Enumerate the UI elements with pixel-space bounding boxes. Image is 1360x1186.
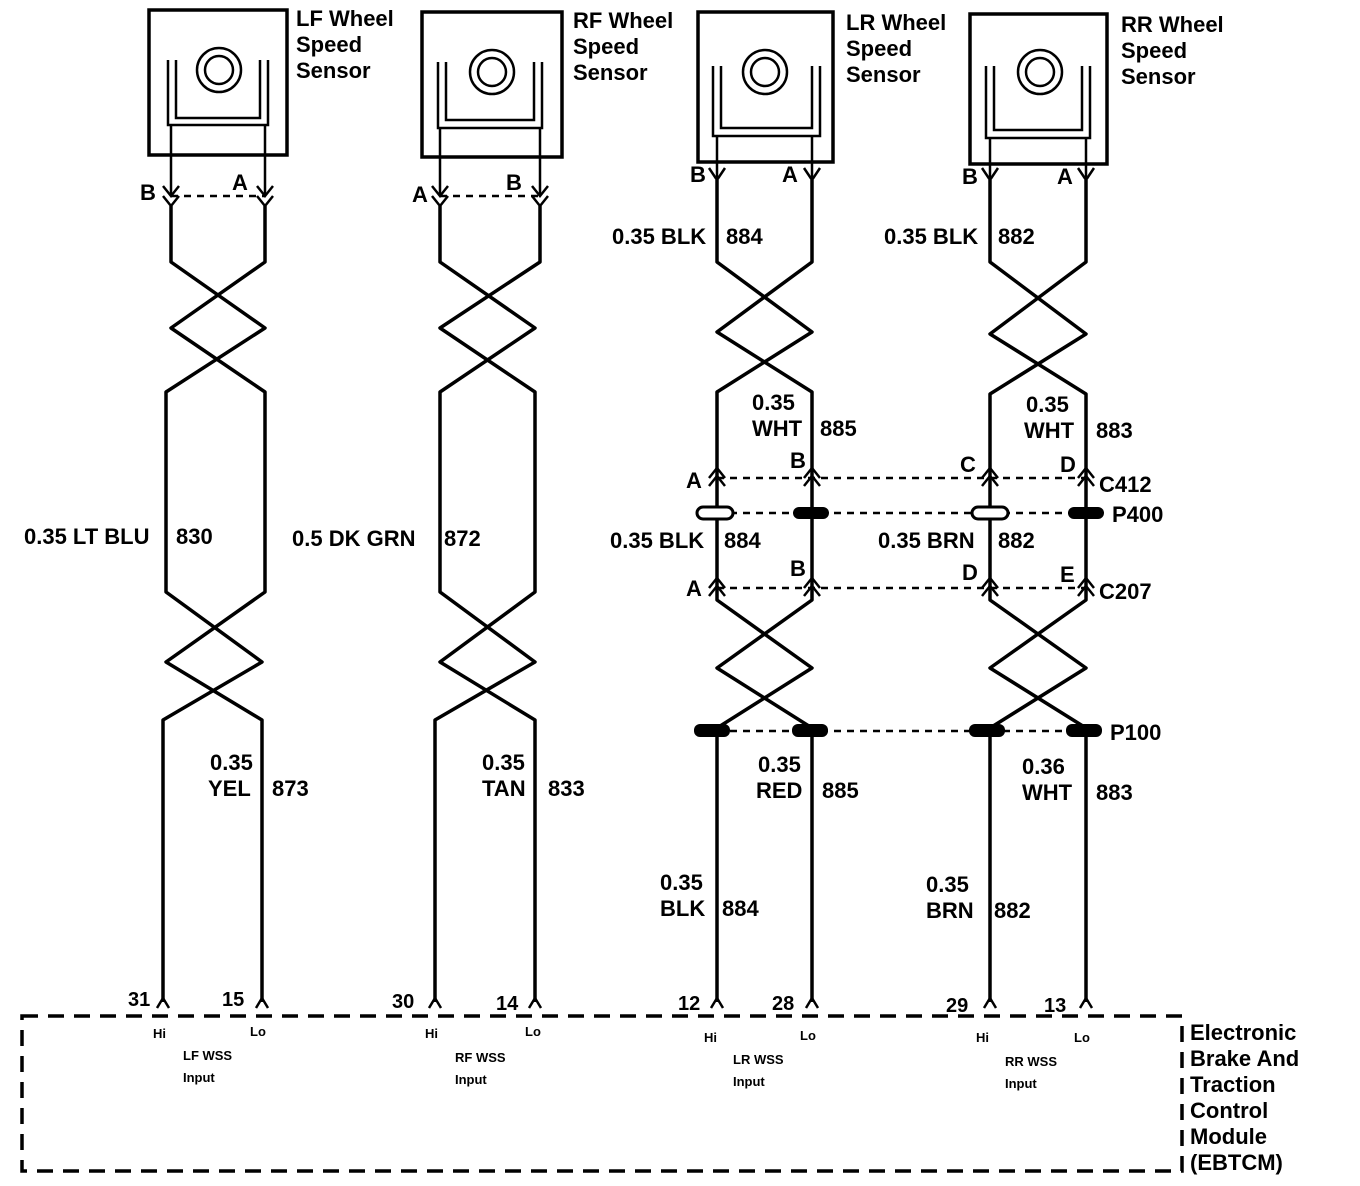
rr-sensor <box>968 12 1109 180</box>
c412-pin-c: C <box>960 452 976 477</box>
lr-upper-size: 0.35 <box>752 390 795 415</box>
module-pin-14: 14 <box>496 993 519 1015</box>
rf-pin-a: A <box>412 182 428 207</box>
lr-hi-label: Hi <box>704 1030 717 1045</box>
lf-lo-color: YEL <box>208 776 251 801</box>
p100-label: P100 <box>1110 720 1161 745</box>
c412-pin-a: A <box>686 468 702 493</box>
rf-sensor <box>420 10 564 195</box>
ebtcm-module-name: Electronic Brake And Traction Control Mo… <box>1190 1020 1305 1175</box>
rr-lo-size: 0.36 <box>1022 754 1065 779</box>
module-pin-30: 30 <box>392 991 414 1013</box>
lr-wss-input-label: LR WSS Input <box>733 1052 787 1089</box>
p400-shield <box>695 505 1104 521</box>
lr-lo-label: Lo <box>800 1028 816 1043</box>
lr-mid-wire-label: 0.35 BLK <box>610 528 704 553</box>
lr-upper-color: WHT <box>752 416 803 441</box>
rr-pin-a: A <box>1057 164 1073 189</box>
lf-lo-label: Lo <box>250 1024 266 1039</box>
lf-hi-circuit: 830 <box>176 524 213 549</box>
lf-wss-input-label: LF WSS Input <box>183 1048 236 1085</box>
module-pin-28: 28 <box>772 993 794 1015</box>
rr-hi-circuit: 882 <box>994 898 1031 923</box>
lf-hi-label: Hi <box>153 1026 166 1041</box>
lr-hi-color: BLK <box>660 896 705 921</box>
rr-top-circuit: 882 <box>998 224 1035 249</box>
p100-shield <box>694 724 1102 737</box>
rf-lo-label: Lo <box>525 1024 541 1039</box>
module-pin-12: 12 <box>678 993 700 1015</box>
c412-pin-b: B <box>790 448 806 473</box>
lr-top-wire-label: 0.35 BLK <box>612 224 706 249</box>
rf-lo-circuit: 833 <box>548 776 585 801</box>
rr-pin-b: B <box>962 164 978 189</box>
rf-lo-size: 0.35 <box>482 750 525 775</box>
module-pin-13: 13 <box>1044 995 1066 1017</box>
rr-sensor-name: RR Wheel Speed Sensor <box>1121 12 1230 89</box>
rf-sensor-name: RF Wheel Speed Sensor <box>573 8 679 85</box>
lf-pin-a: A <box>232 170 248 195</box>
c412-connector <box>708 465 1095 487</box>
c207-pin-a: A <box>686 576 702 601</box>
rr-wires <box>988 180 1088 1002</box>
lf-sensor <box>147 8 289 195</box>
c207-label: C207 <box>1099 579 1152 604</box>
c207-pin-e: E <box>1060 562 1075 587</box>
lr-sensor-name: LR Wheel Speed Sensor <box>846 10 952 87</box>
module-pin-29: 29 <box>946 995 968 1017</box>
lr-wires <box>715 180 814 1002</box>
rr-upper-color: WHT <box>1024 418 1075 443</box>
module-pin-31: 31 <box>128 989 150 1011</box>
rf-pin-b: B <box>506 170 522 195</box>
module-pin-terminals <box>155 995 1094 1009</box>
rf-hi-circuit: 872 <box>444 526 481 551</box>
rf-wires <box>433 206 542 1002</box>
lr-mid-circuit: 884 <box>724 528 761 553</box>
rr-top-wire-label: 0.35 BLK <box>884 224 978 249</box>
lr-pin-b: B <box>690 162 706 187</box>
rr-mid-circuit: 882 <box>998 528 1035 553</box>
lf-pin-b: B <box>140 180 156 205</box>
lr-hi-size: 0.35 <box>660 870 703 895</box>
rr-hi-color: BRN <box>926 898 974 923</box>
module-pin-15: 15 <box>222 989 244 1011</box>
lr-top-circuit: 884 <box>726 224 763 249</box>
rr-lo-color: WHT <box>1022 780 1073 805</box>
rr-mid-wire-label: 0.35 BRN <box>878 528 975 553</box>
ebtcm-module-box <box>20 1014 1184 1173</box>
c207-pin-b: B <box>790 556 806 581</box>
c412-label: C412 <box>1099 472 1152 497</box>
c412-pin-d: D <box>1060 452 1076 477</box>
rf-hi-label: Hi <box>425 1026 438 1041</box>
lr-lo-circuit: 885 <box>822 778 859 803</box>
rr-wss-input-label: RR WSS Input <box>1005 1054 1061 1091</box>
lf-lo-size: 0.35 <box>210 750 253 775</box>
lr-sensor <box>696 10 835 180</box>
lr-hi-circuit: 884 <box>722 896 759 921</box>
lr-lo-color: RED <box>756 778 802 803</box>
c207-connector <box>708 575 1095 597</box>
p400-label: P400 <box>1112 502 1163 527</box>
rr-hi-label: Hi <box>976 1030 989 1045</box>
rr-upper-circuit: 883 <box>1096 418 1133 443</box>
sensor-connector-pins <box>162 167 1096 209</box>
lr-upper-circuit: 885 <box>820 416 857 441</box>
lr-lo-size: 0.35 <box>758 752 801 777</box>
c207-pin-d: D <box>962 560 978 585</box>
lf-lo-circuit: 873 <box>272 776 309 801</box>
rr-lo-label: Lo <box>1074 1030 1090 1045</box>
lf-wires <box>161 206 267 1002</box>
rf-hi-wire-label: 0.5 DK GRN <box>292 526 415 551</box>
rr-lo-circuit: 883 <box>1096 780 1133 805</box>
rf-wss-input-label: RF WSS Input <box>455 1050 509 1087</box>
lr-pin-a: A <box>782 162 798 187</box>
lf-hi-wire-label: 0.35 LT BLU <box>24 524 150 549</box>
rr-upper-size: 0.35 <box>1026 392 1069 417</box>
lf-sensor-name: LF Wheel Speed Sensor <box>296 6 400 83</box>
rr-hi-size: 0.35 <box>926 872 969 897</box>
rf-lo-color: TAN <box>482 776 526 801</box>
